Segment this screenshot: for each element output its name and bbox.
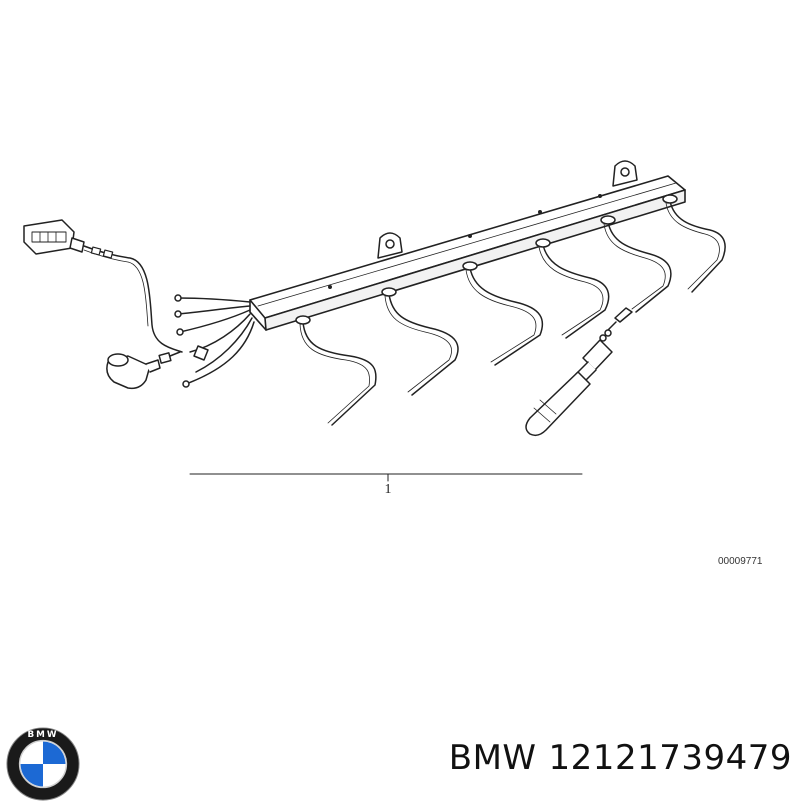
- ignition-lead-icon: [295, 194, 726, 426]
- part-number: 12121739479: [548, 738, 792, 778]
- angled-plug-icon: [106, 351, 181, 390]
- drawing-number: 00009771: [718, 556, 763, 567]
- wire-bundle-icon: [174, 294, 255, 388]
- part-caption: BMW 12121739479: [449, 738, 792, 778]
- svg-text:BMW: BMW: [28, 730, 59, 740]
- bmw-logo-icon: BMW: [6, 727, 80, 801]
- cable-grommet-icon: [90, 246, 114, 259]
- multi-pin-connector-icon: [23, 219, 85, 255]
- callout-label: 1: [384, 482, 392, 497]
- callout-line: [189, 473, 583, 482]
- mounting-bracket-icon: [377, 160, 638, 259]
- harness-rail-icon: [249, 175, 686, 331]
- brand-name: BMW: [448, 738, 537, 778]
- spark-plug-connector-icon: [525, 307, 633, 437]
- sensor-cable-icon: [83, 249, 149, 327]
- sensor-cable-icon: [83, 245, 183, 353]
